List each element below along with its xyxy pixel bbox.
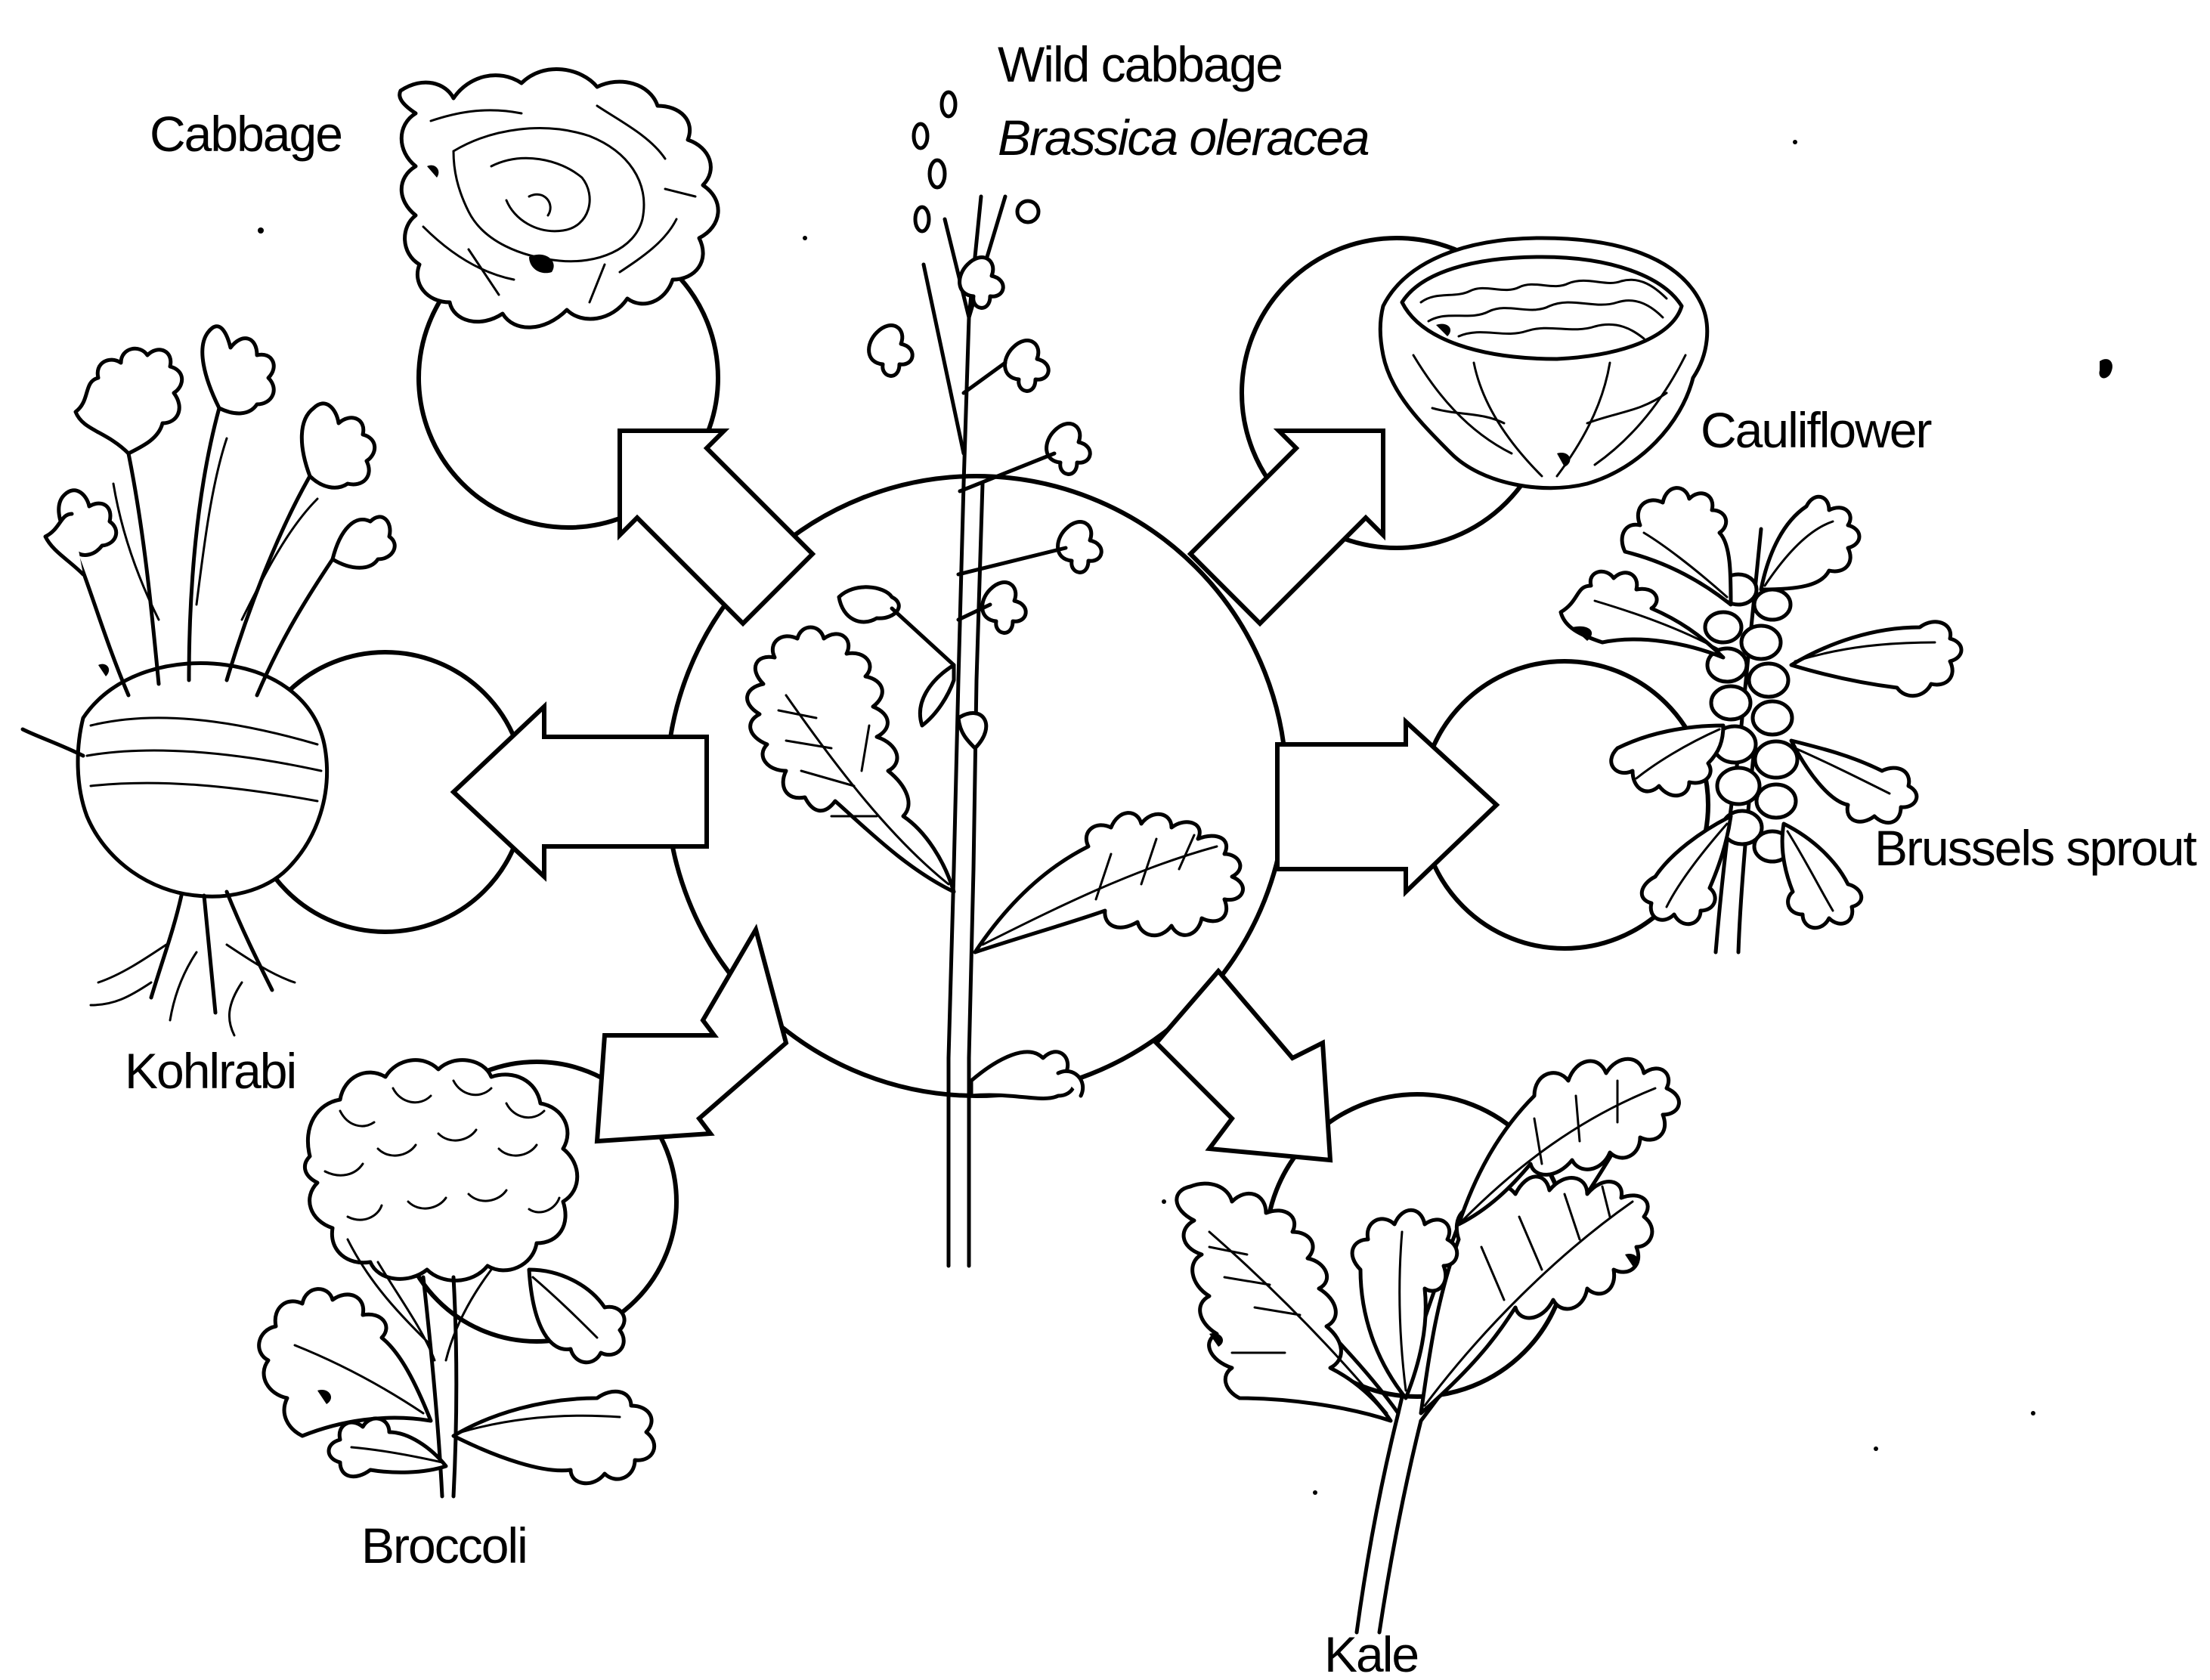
broccoli-illustration xyxy=(259,1060,655,1496)
kohlrabi-label: Kohlrabi xyxy=(125,1043,296,1099)
cauliflower-illustration xyxy=(1380,238,1707,488)
wild-cabbage-illustration xyxy=(748,92,1243,1266)
arrow-to-broccoli xyxy=(597,930,786,1141)
cauliflower-label: Cauliflower xyxy=(1701,402,1931,458)
kale-label: Kale xyxy=(1324,1626,1418,1680)
wild-cabbage-common-name: Wild cabbage xyxy=(998,36,1282,92)
wild-cabbage-scientific-name: Brassica oleracea xyxy=(998,110,1369,166)
arrow-to-cabbage xyxy=(620,431,812,623)
wild-cabbage-left-leaf xyxy=(748,627,954,892)
cabbage-label: Cabbage xyxy=(150,106,342,162)
brussels-sprout-label: Brussels sprout xyxy=(1874,820,2197,876)
kohlrabi-illustration xyxy=(23,326,395,1035)
cabbage-illustration xyxy=(400,69,718,327)
arrow-to-kale xyxy=(1156,971,1330,1160)
wild-cabbage-right-leaf xyxy=(975,813,1243,952)
arrow-to-kohlrabi xyxy=(453,707,707,877)
arrow-to-brussels-sprout xyxy=(1277,722,1497,892)
broccoli-label: Broccoli xyxy=(361,1518,527,1573)
